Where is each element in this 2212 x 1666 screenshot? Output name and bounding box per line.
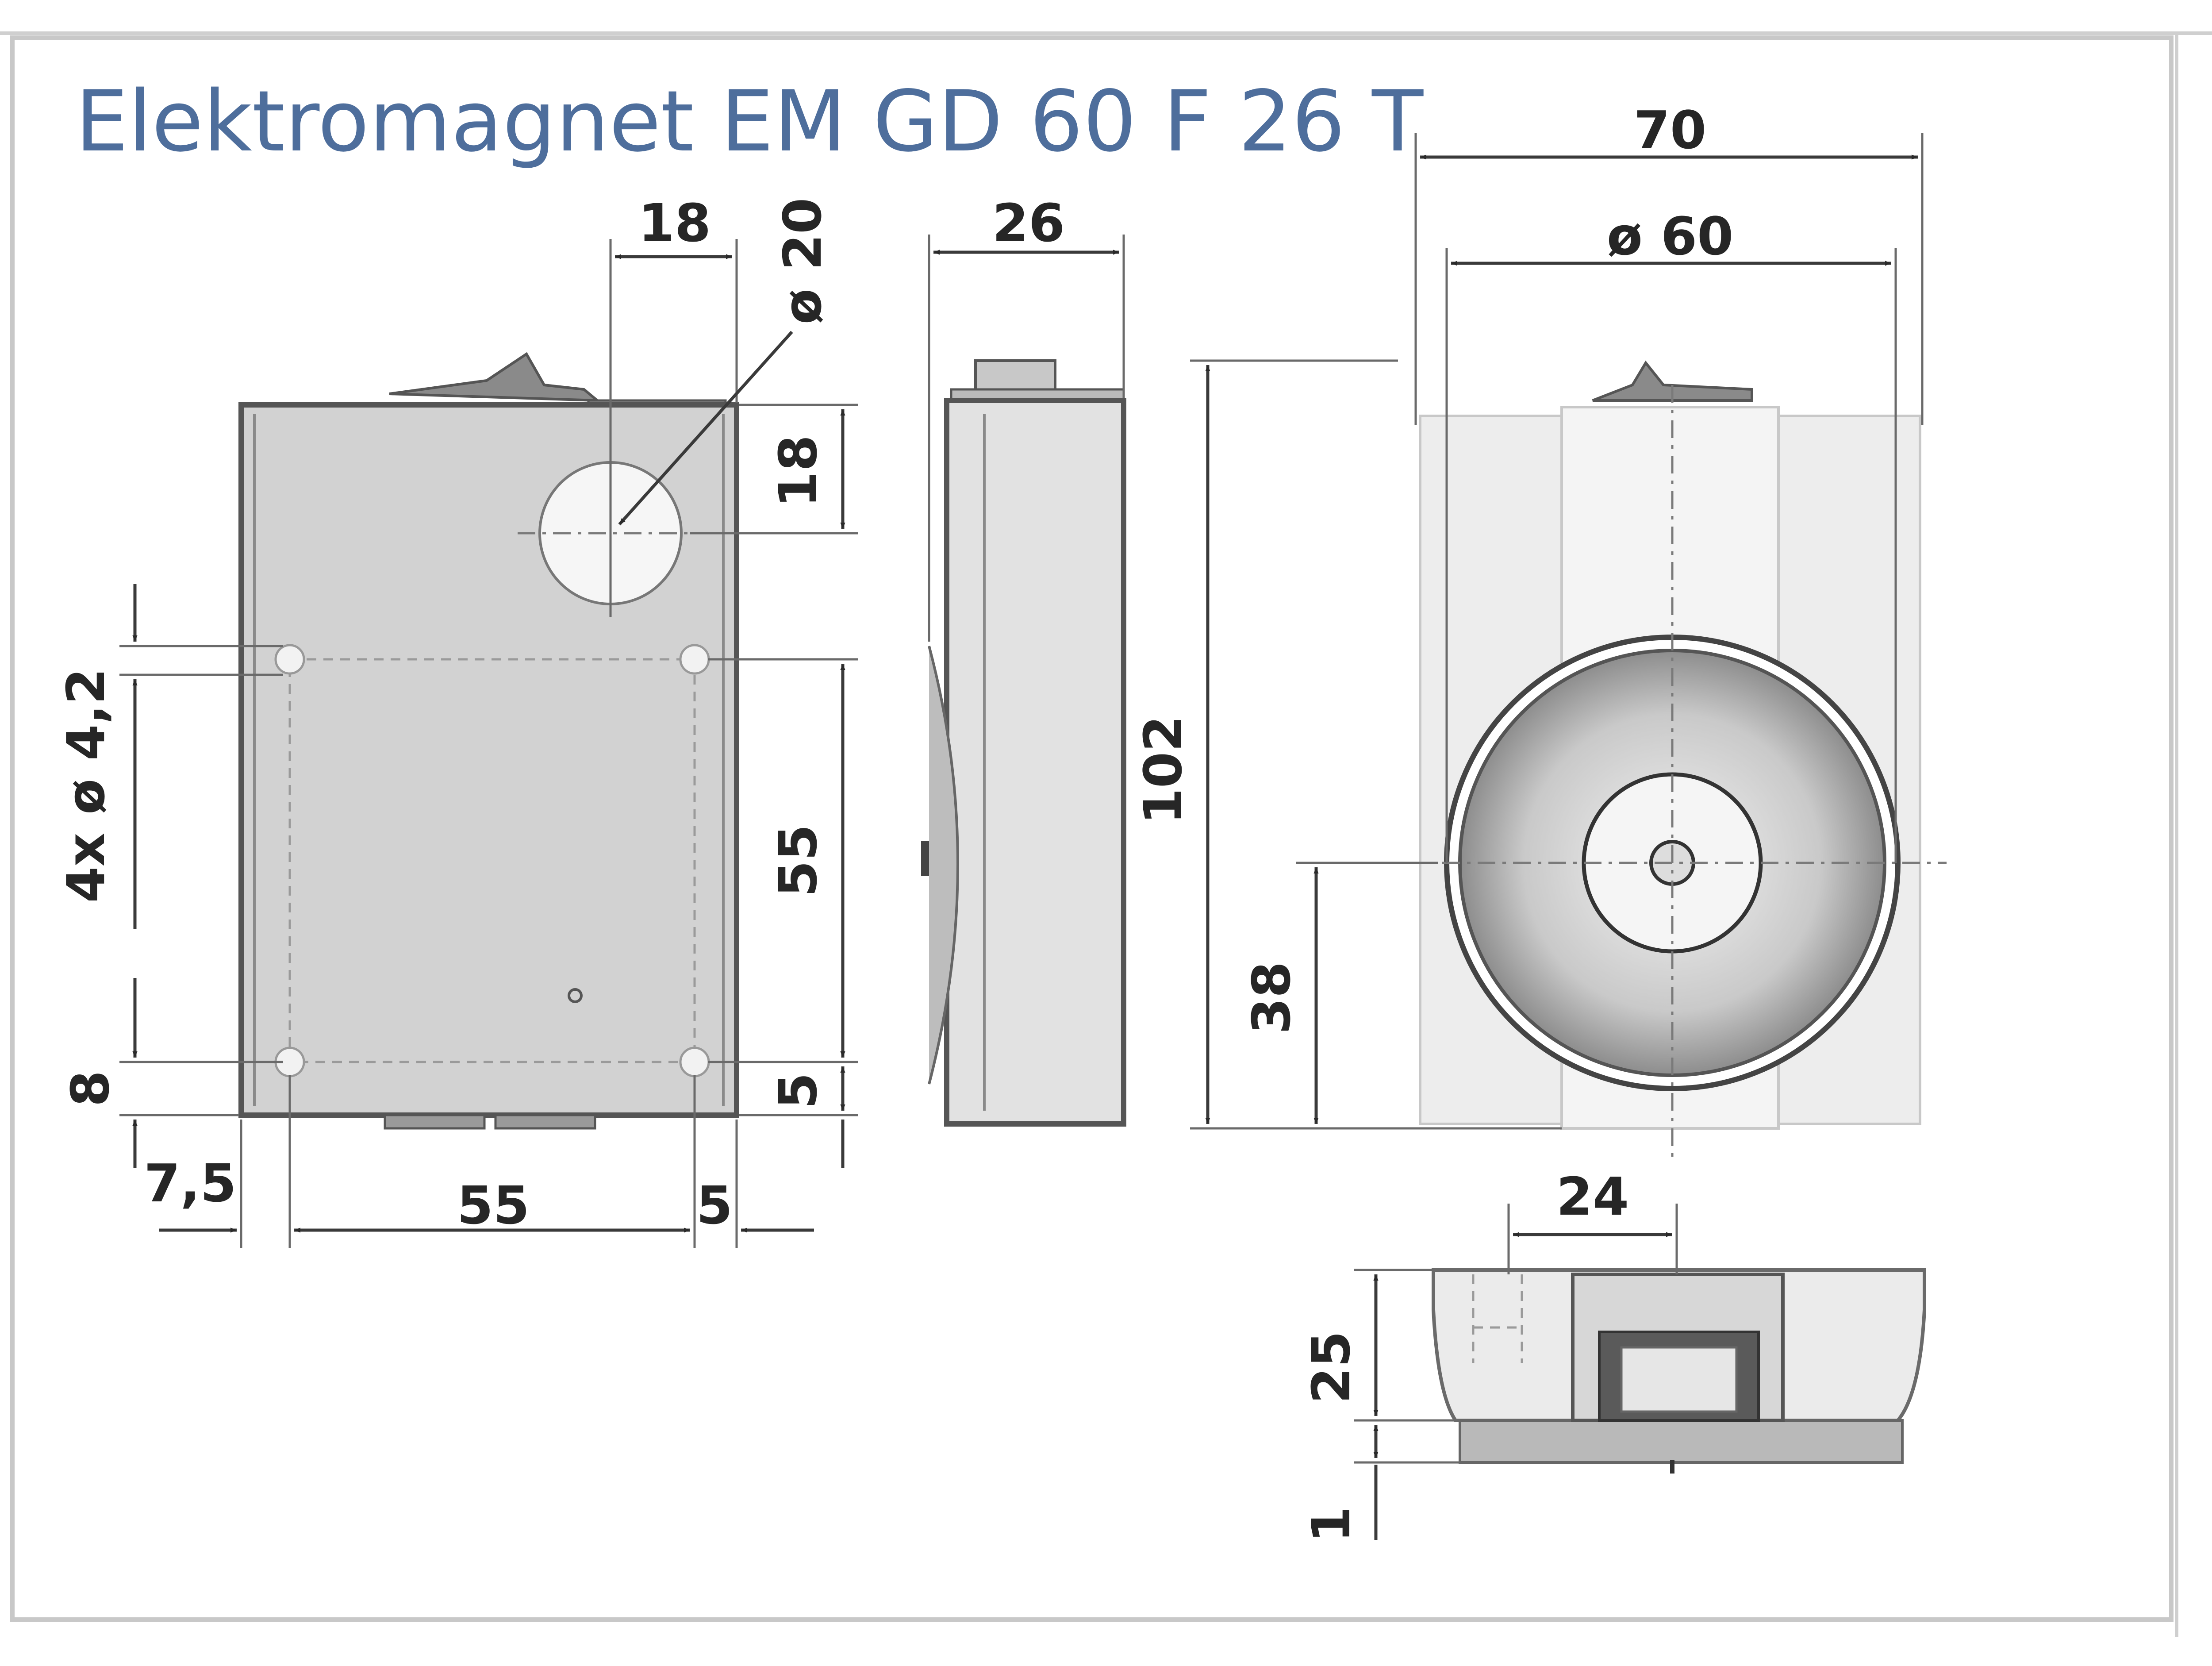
dim-rear-center-height: 38 <box>1241 962 1302 1034</box>
dim-rear-outer-width: 70 <box>1634 100 1706 161</box>
dim-front-vertical-spacing: 55 <box>768 824 829 897</box>
front-top-clip <box>389 352 601 402</box>
mount-hole <box>679 1047 710 1077</box>
dim-front-top-width: 18 <box>638 192 711 254</box>
dim-bottom-plate-thickness: 1 <box>1301 1506 1362 1543</box>
dim-front-mount-holes: 4x ø 4,2 <box>55 668 116 903</box>
front-bottom-tab <box>384 1114 486 1130</box>
dim-bottom-window-width: 24 <box>1556 1166 1629 1227</box>
front-dimensions: 18 ø 20 18 55 5 4x ø 4,2 8 <box>55 192 858 1248</box>
side-view <box>921 359 1126 1127</box>
mount-hole <box>679 644 710 675</box>
mount-hole <box>274 644 305 675</box>
dim-front-right-offset: 5 <box>696 1175 733 1236</box>
rear-top-clip <box>1592 360 1753 402</box>
drawing-title: Elektromagnet EM GD 60 F 26 T <box>75 73 1424 170</box>
side-housing <box>944 398 1126 1127</box>
front-mount-pattern <box>288 658 696 1063</box>
rear-dimensions: 70 ø 60 102 38 <box>1133 100 1924 1130</box>
dim-front-horizontal-spacing: 55 <box>457 1175 530 1236</box>
dim-front-hole-offset: 18 <box>768 435 829 508</box>
bottom-dimensions: 24 25 1 <box>1301 1166 1678 1543</box>
side-top-clip <box>974 359 1056 393</box>
front-view <box>238 352 739 1130</box>
dim-front-left-offset: 8 <box>60 1070 121 1107</box>
side-magnet-plate <box>928 646 959 1085</box>
bottom-switch-window <box>1620 1346 1738 1413</box>
dim-rear-height: 102 <box>1133 716 1194 824</box>
rear-view <box>1336 360 1947 1159</box>
dim-front-left-margin: 7,5 <box>144 1153 236 1214</box>
side-dimensions: 26 <box>928 192 1125 642</box>
dim-front-hole-diameter: ø 20 <box>772 198 833 324</box>
bottom-magnet-plate <box>1459 1419 1904 1464</box>
frame <box>0 31 2212 1637</box>
dim-bottom-height: 25 <box>1301 1331 1362 1404</box>
bottom-view <box>1432 1268 1926 1474</box>
dim-front-bottom-offset: 5 <box>768 1073 829 1109</box>
front-small-screw <box>568 988 583 1003</box>
dim-side-depth: 26 <box>992 192 1065 254</box>
dim-rear-plate-diameter: ø 60 <box>1607 206 1733 267</box>
front-bottom-tab <box>494 1114 596 1130</box>
